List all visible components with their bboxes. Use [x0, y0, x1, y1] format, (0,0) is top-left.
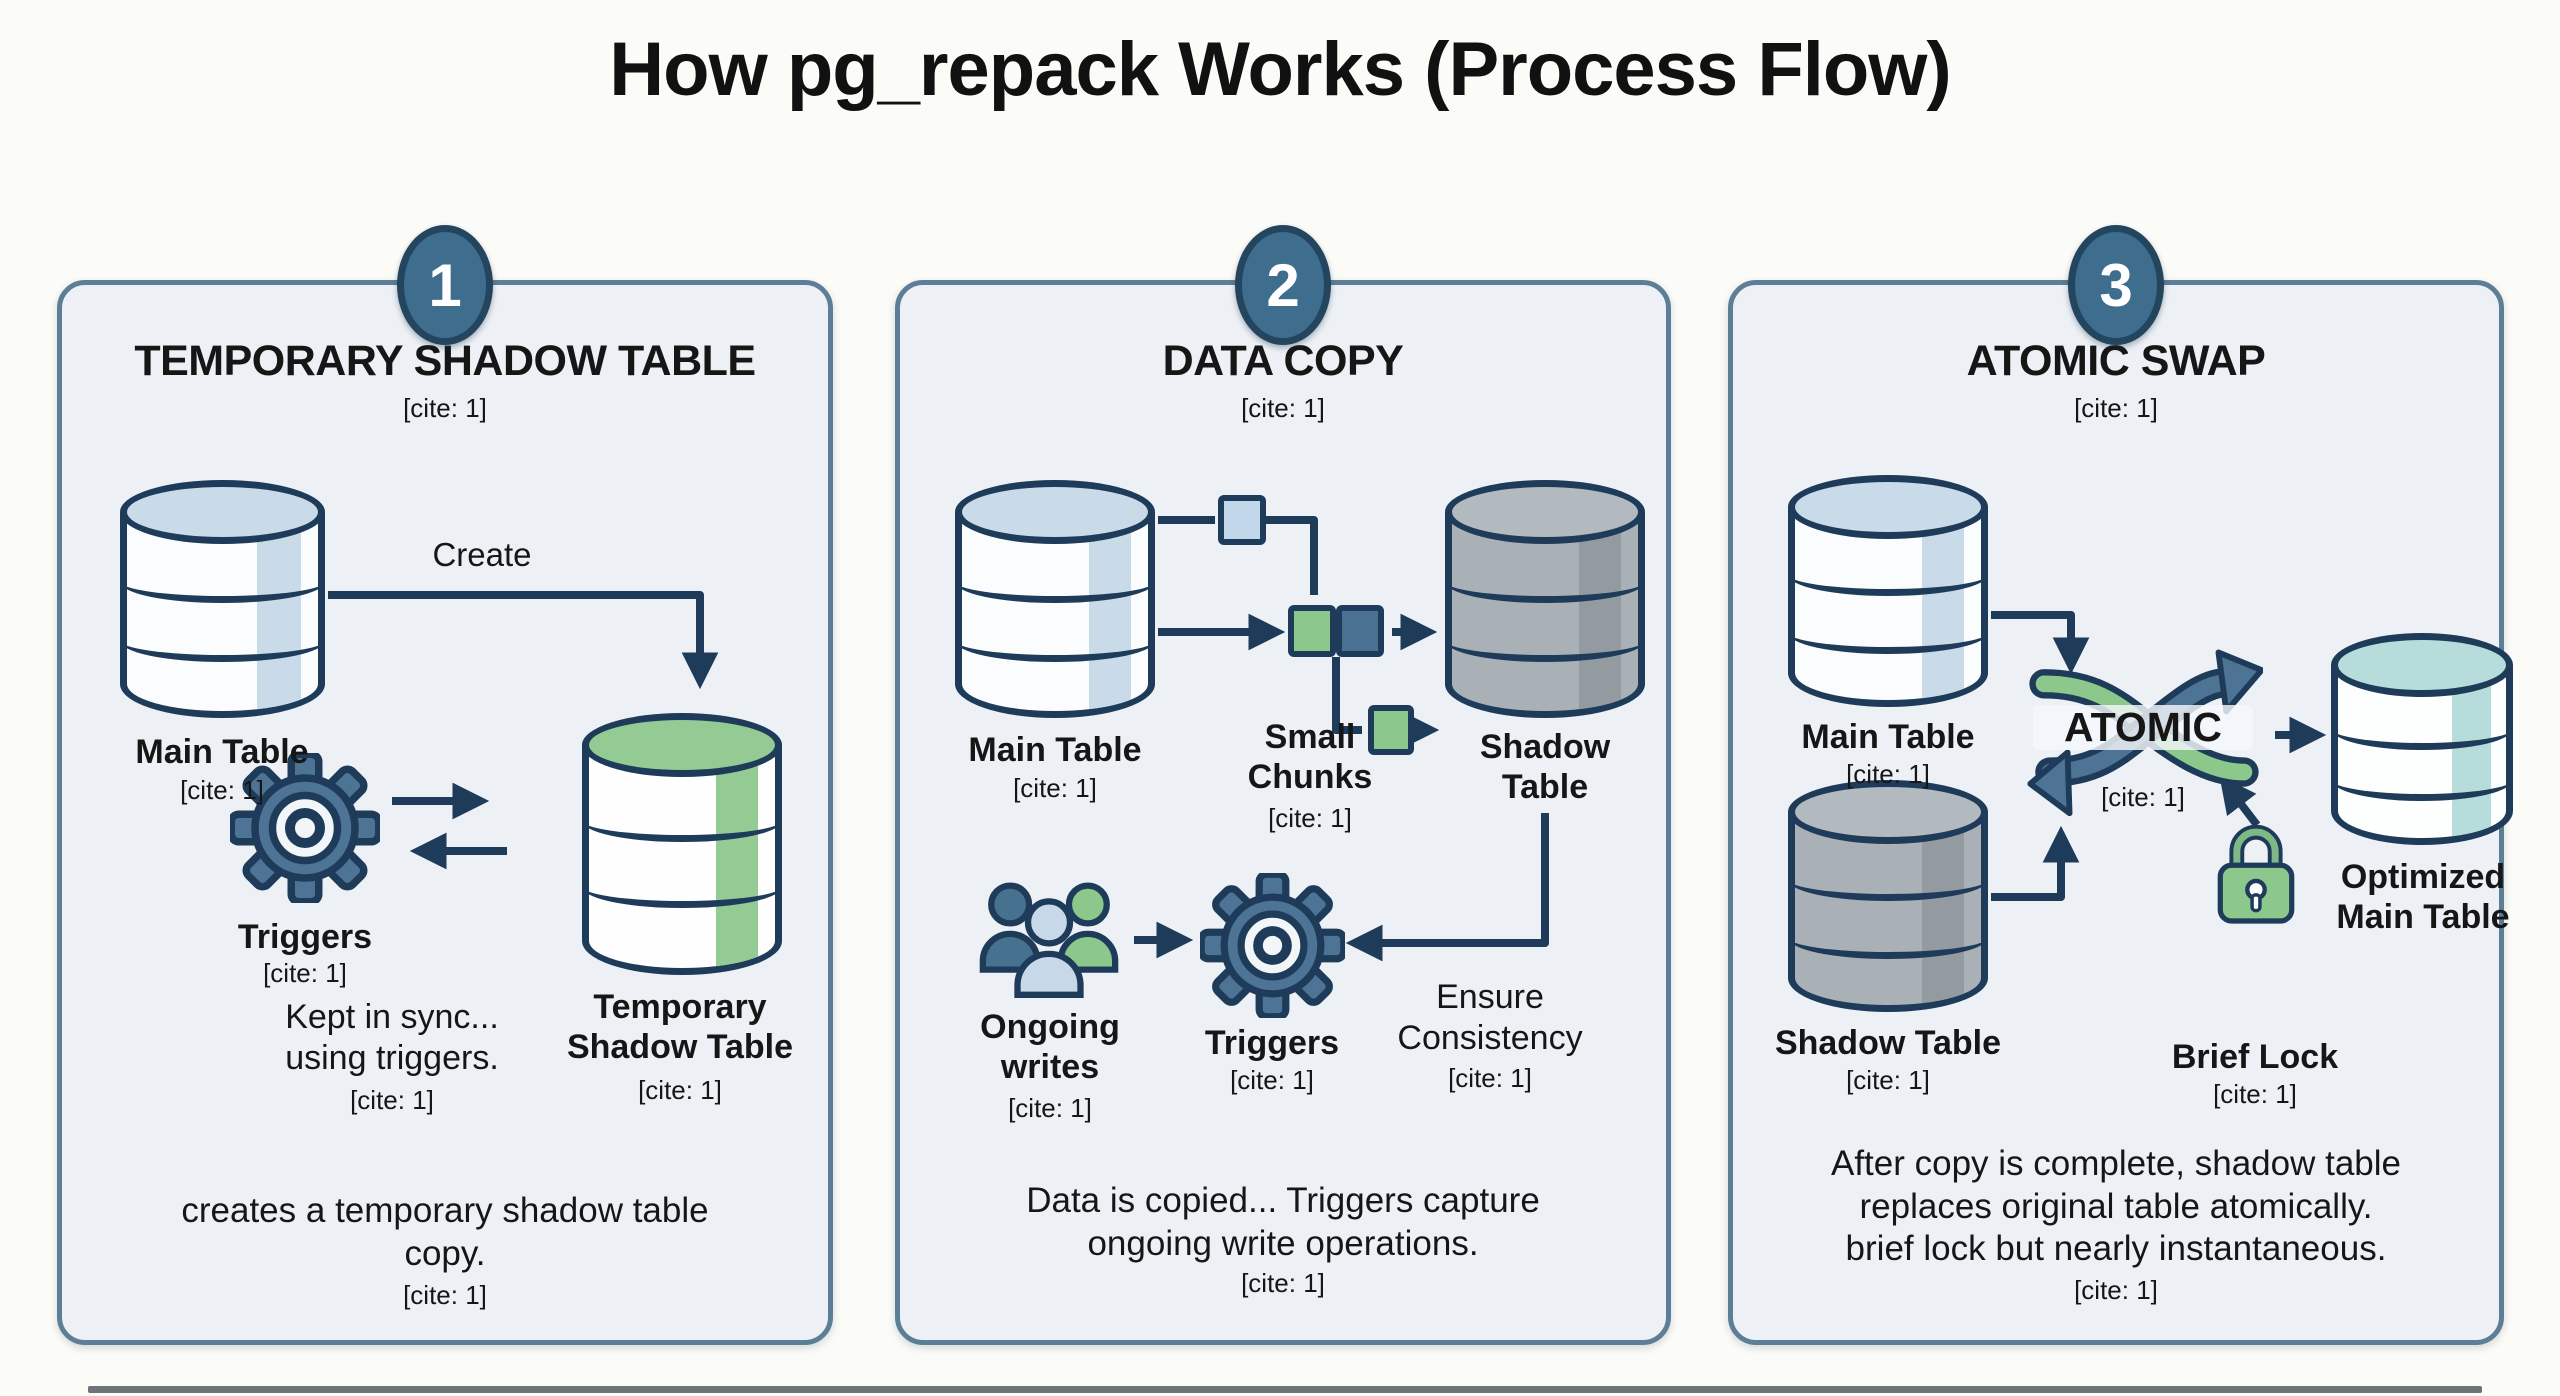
panel-3-caption-cite: [cite: 1] — [2074, 1275, 2158, 1305]
main-table-database-cylinder-icon — [1788, 475, 1988, 707]
triggers-cite: [cite: 1] — [263, 958, 347, 988]
panel-data-copy: 2 DATA COPY [cite: 1] Main Table [cite: … — [895, 225, 1671, 1345]
brief-lock-label: Brief Lock — [2171, 1038, 2339, 1076]
panel-1-cite: [cite: 1] — [403, 393, 487, 423]
sync-note: Kept in sync... using triggers. — [285, 998, 499, 1077]
ensure-consistency-cite: [cite: 1] — [1448, 1063, 1532, 1093]
triggers-gear-icon — [1200, 873, 1345, 1018]
shadow-table-database-cylinder-icon — [1788, 780, 1988, 1012]
main-table-label: Main Table — [135, 733, 309, 771]
data-chunk-icon — [1218, 495, 1266, 545]
main-table-label: Main Table — [968, 731, 1142, 769]
main-table-cite: [cite: 1] — [1013, 773, 1097, 803]
optimized-main-table-database-cylinder-icon — [2331, 633, 2513, 845]
panel-3-caption: After copy is complete, shadow table rep… — [1830, 1144, 2401, 1269]
panel-2-caption: Data is copied... Triggers capture ongoi… — [1026, 1181, 1540, 1263]
step-1-badge: 1 — [397, 225, 493, 345]
step-number: 1 — [428, 251, 462, 319]
step-2-badge: 2 — [1235, 225, 1331, 345]
panel-3-heading: ATOMIC SWAP — [1966, 337, 2266, 385]
step-number: 2 — [1266, 251, 1300, 319]
shadow-table-cite: [cite: 1] — [1846, 1065, 1930, 1095]
ongoing-writes-label: Ongoing writes — [980, 1008, 1120, 1087]
atomic-cite: [cite: 1] — [2101, 782, 2185, 812]
data-chunk-icon — [1288, 605, 1336, 657]
temporary-shadow-table-database-cylinder-icon — [582, 713, 782, 975]
panel-1-connectors — [328, 591, 719, 870]
optimized-main-table-label: Optimized Main Table — [2336, 858, 2510, 937]
main-table-database-cylinder-icon — [955, 480, 1155, 718]
panel-atomic-swap: 3 ATOMIC SWAP [cite: 1] Main Table [cite… — [1728, 225, 2513, 1345]
panel-1-heading: TEMPORARY SHADOW TABLE — [134, 337, 756, 385]
main-table-label: Main Table — [1801, 718, 1975, 756]
main-table-cite: [cite: 1] — [180, 775, 264, 805]
panel-3-connectors — [1991, 611, 2327, 901]
bottom-edge-bar — [88, 1386, 2482, 1393]
panel-2-connectors — [1134, 516, 1549, 962]
triggers-label: Triggers — [1204, 1024, 1340, 1062]
main-table-cite: [cite: 1] — [1846, 759, 1930, 789]
panel-3-cite: [cite: 1] — [2074, 393, 2158, 423]
shadow-table-label: Shadow Table — [1479, 728, 1611, 807]
data-chunk-icon — [1336, 605, 1384, 657]
shadow-table-database-cylinder-icon — [1445, 480, 1645, 718]
small-chunks-label: Small Chunks — [1247, 718, 1373, 797]
triggers-label: Triggers — [237, 918, 373, 956]
panel-2-heading: DATA COPY — [1162, 337, 1404, 385]
atomic-label: ATOMIC — [2033, 704, 2253, 751]
small-chunks-cite: [cite: 1] — [1268, 803, 1352, 833]
temporary-shadow-table-label: Temporary Shadow Table — [566, 988, 794, 1067]
triggers-cite: [cite: 1] — [1230, 1065, 1314, 1095]
panel-2-cite: [cite: 1] — [1241, 393, 1325, 423]
ongoing-writes-users-icon — [970, 873, 1128, 999]
create-arrow-label: Create — [432, 536, 532, 573]
shadow-table-label: Shadow Table — [1774, 1024, 2002, 1062]
main-table-database-cylinder-icon — [120, 480, 325, 718]
ensure-consistency-label: Ensure Consistency — [1397, 978, 1583, 1057]
panel-2-caption-cite: [cite: 1] — [1241, 1268, 1325, 1298]
panel-1-caption: creates a temporary shadow table copy. — [181, 1191, 709, 1273]
brief-lock-cite: [cite: 1] — [2213, 1079, 2297, 1109]
panel-temporary-shadow-table: 1 TEMPORARY SHADOW TABLE [cite: 1] Main … — [57, 225, 833, 1345]
temporary-shadow-table-cite: [cite: 1] — [638, 1075, 722, 1105]
page-title: How pg_repack Works (Process Flow) — [609, 27, 1951, 112]
panel-1-caption-cite: [cite: 1] — [403, 1280, 487, 1310]
step-number: 3 — [2099, 251, 2133, 319]
step-3-badge: 3 — [2068, 225, 2164, 345]
sync-note-cite: [cite: 1] — [350, 1085, 434, 1115]
ongoing-writes-cite: [cite: 1] — [1008, 1093, 1092, 1123]
